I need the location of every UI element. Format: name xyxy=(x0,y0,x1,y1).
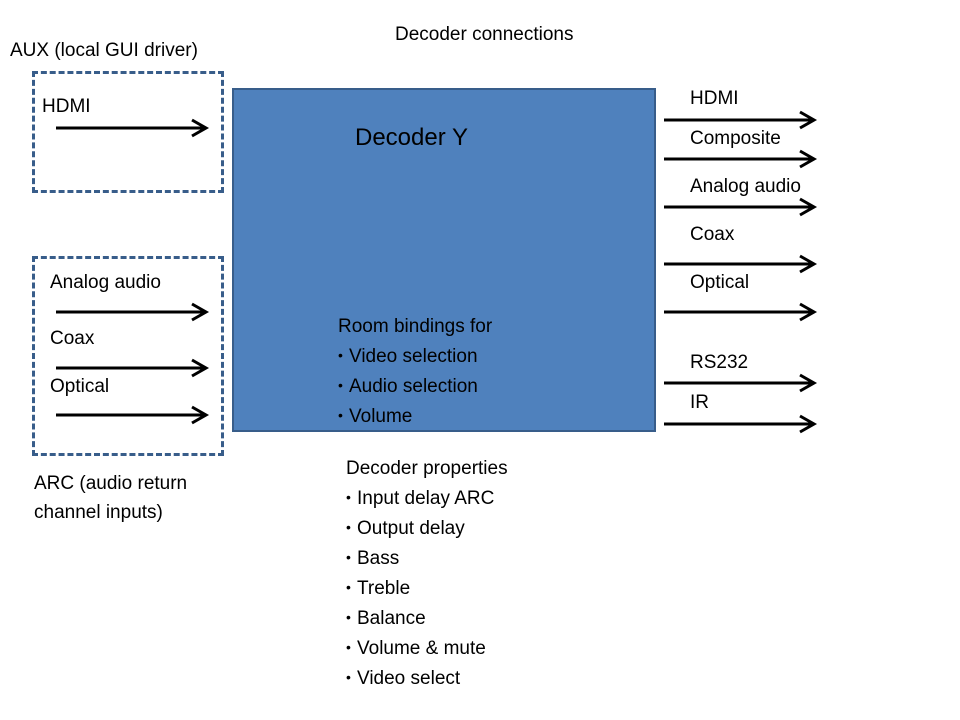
arc-input-coax-label: Coax xyxy=(50,328,95,349)
arrow-aux-hdmi xyxy=(56,118,210,138)
property-item: • Video select xyxy=(346,663,508,693)
diagram-title: Decoder connections xyxy=(395,24,574,45)
arrow-output-hdmi xyxy=(664,110,818,130)
output-optical-label: Optical xyxy=(690,272,750,293)
decoder-properties-list: Decoder properties • Input delay ARC • Out… xyxy=(346,454,508,693)
arrow-output-analog-audio xyxy=(664,197,818,217)
property-volume-mute: Volume & mute xyxy=(357,638,486,659)
arrow-arc-coax xyxy=(56,358,210,378)
room-binding-item: • Video selection xyxy=(338,341,492,371)
bullet-icon: • xyxy=(338,407,343,423)
arrow-output-composite xyxy=(664,149,818,169)
bullet-icon: • xyxy=(346,639,351,655)
property-item: • Balance xyxy=(346,603,508,633)
aux-input-hdmi-label: HDMI xyxy=(42,96,91,117)
room-binding-volume: Volume xyxy=(349,406,413,427)
bullet-icon: • xyxy=(338,347,343,363)
output-coax-label: Coax xyxy=(690,224,735,245)
aux-group-label: AUX (local GUI driver) xyxy=(10,40,198,61)
property-output-delay: Output delay xyxy=(357,518,465,539)
arc-input-analog-audio-label: Analog audio xyxy=(50,272,161,293)
property-item: • Input delay ARC xyxy=(346,483,508,513)
output-hdmi-label: HDMI xyxy=(690,88,739,109)
arrow-output-coax xyxy=(664,254,818,274)
property-item: • Volume & mute xyxy=(346,633,508,663)
arc-group-frame xyxy=(32,256,224,456)
arc-input-optical-label: Optical xyxy=(50,376,110,397)
room-binding-item: • Audio selection xyxy=(338,371,492,401)
property-item: • Treble xyxy=(346,573,508,603)
bullet-icon: • xyxy=(346,609,351,625)
properties-heading: Decoder properties xyxy=(346,458,508,479)
property-balance: Balance xyxy=(357,608,426,629)
property-treble: Treble xyxy=(357,578,411,599)
bullet-icon: • xyxy=(346,579,351,595)
room-binding-video-selection: Video selection xyxy=(349,346,478,367)
property-item: • Output delay xyxy=(346,513,508,543)
arc-group-label-line2: channel inputs) xyxy=(34,502,163,523)
room-binding-item: • Volume xyxy=(338,401,492,431)
property-video-select: Video select xyxy=(357,668,461,689)
arrow-output-ir xyxy=(664,414,818,434)
room-bindings-heading: Room bindings for xyxy=(338,316,493,337)
property-item: • Bass xyxy=(346,543,508,573)
bullet-icon: • xyxy=(338,377,343,393)
arrow-arc-optical xyxy=(56,405,210,425)
output-rs232-label: RS232 xyxy=(690,352,749,373)
room-binding-audio-selection: Audio selection xyxy=(349,376,478,397)
arrow-output-optical xyxy=(664,302,818,322)
decoder-name: Decoder Y xyxy=(355,124,468,151)
bullet-icon: • xyxy=(346,549,351,565)
aux-group-frame xyxy=(32,71,224,193)
decoder-box xyxy=(232,88,656,432)
room-bindings-list: Room bindings for • Video selection • Audi… xyxy=(338,312,492,431)
arrow-arc-analog-audio xyxy=(56,302,210,322)
arc-group-label-line1: ARC (audio return xyxy=(34,473,188,494)
bullet-icon: • xyxy=(346,519,351,535)
bullet-icon: • xyxy=(346,669,351,685)
output-ir-label: IR xyxy=(690,392,709,413)
bullet-icon: • xyxy=(346,489,351,505)
output-composite-label: Composite xyxy=(690,128,781,149)
property-bass: Bass xyxy=(357,548,400,569)
output-analog-audio-label: Analog audio xyxy=(690,176,801,197)
arrow-output-rs232 xyxy=(664,373,818,393)
property-input-delay-arc: Input delay ARC xyxy=(357,488,495,509)
